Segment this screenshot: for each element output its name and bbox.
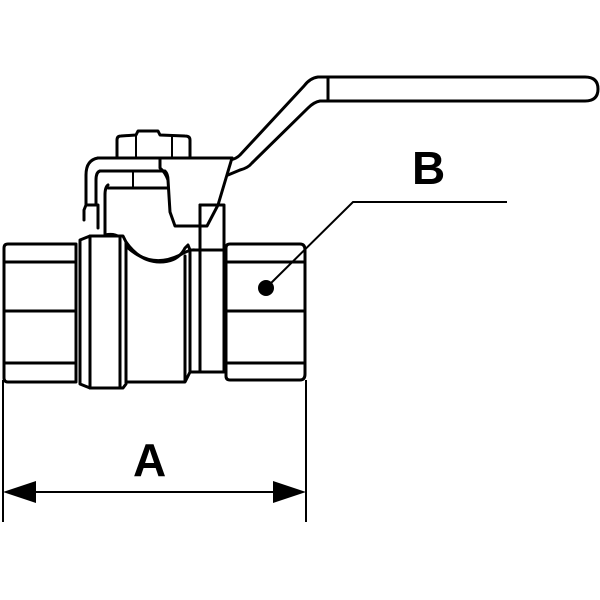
left-end-fitting [2, 242, 78, 384]
right-end-fitting [224, 242, 307, 382]
stem-nut [115, 129, 192, 160]
arrowhead-right-icon [273, 481, 306, 503]
length-dimension [2, 380, 307, 522]
label-a: A [133, 434, 166, 486]
union-nut [78, 234, 128, 390]
thread-callout [258, 201, 507, 296]
arrowhead-left-icon [3, 481, 36, 503]
label-b: B [412, 142, 445, 194]
handle-body [82, 156, 234, 228]
lever-handle [213, 75, 600, 177]
ball-body [124, 240, 226, 384]
